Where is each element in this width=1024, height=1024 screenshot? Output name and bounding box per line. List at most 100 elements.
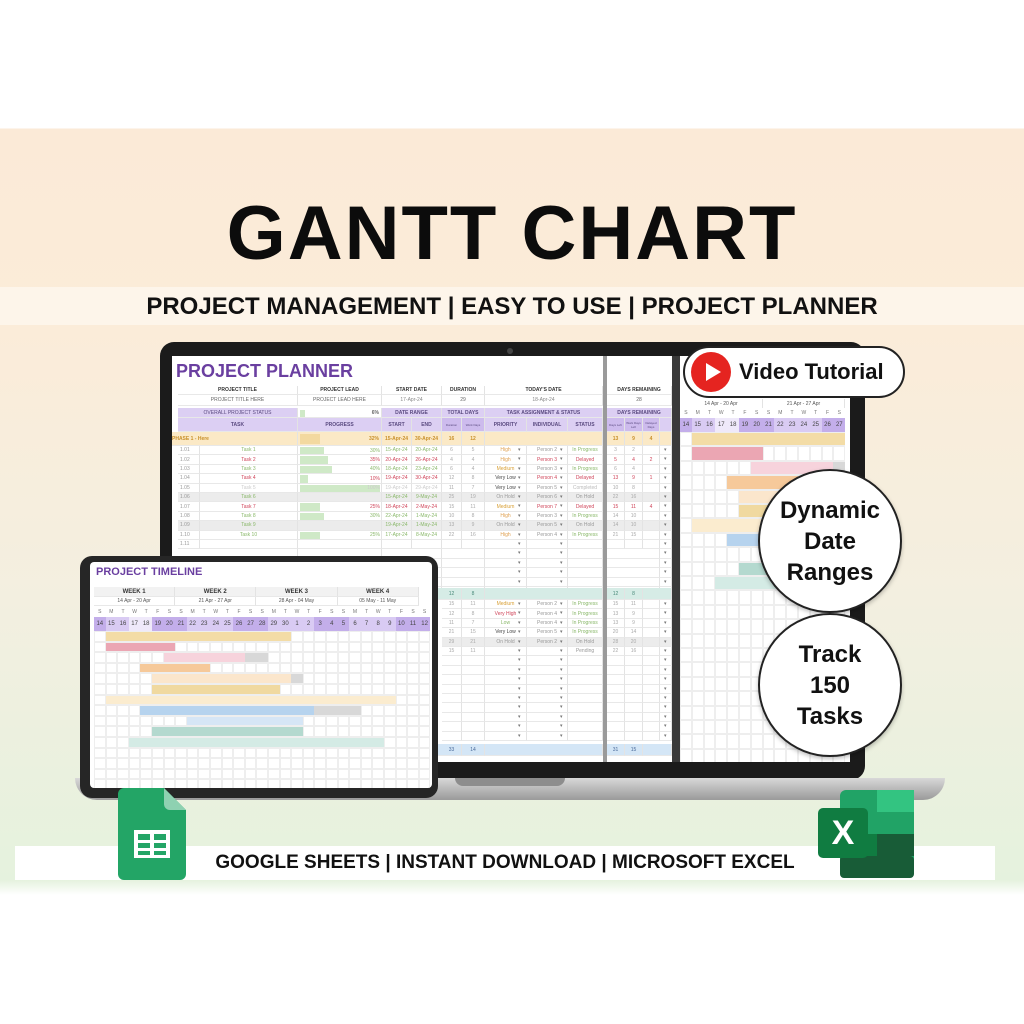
dropdown-arrow-icon[interactable]: ▾: [518, 601, 521, 607]
individual-select[interactable]: [527, 665, 568, 676]
dropdown-arrow-icon[interactable]: ▾: [664, 503, 667, 510]
status-select[interactable]: In Progress: [568, 618, 603, 629]
individual-select[interactable]: Person 2: [527, 637, 568, 647]
dropdown-arrow-icon[interactable]: ▾: [664, 578, 667, 585]
dropdown-arrow-icon[interactable]: ▾: [664, 732, 667, 739]
dropdown-arrow-icon[interactable]: ▾: [518, 666, 521, 673]
dropdown-arrow-icon[interactable]: ▾: [560, 638, 563, 645]
dropdown-arrow-icon[interactable]: ▾: [518, 723, 521, 730]
individual-select[interactable]: Person 2: [527, 446, 568, 456]
dropdown-arrow-icon[interactable]: ▾: [518, 638, 521, 645]
dropdown-arrow-icon[interactable]: ▾: [560, 619, 563, 626]
priority-select[interactable]: High: [485, 530, 527, 540]
priority-select[interactable]: [485, 731, 527, 741]
dropdown-arrow-icon[interactable]: ▾: [664, 550, 667, 557]
status-select[interactable]: In Progress: [568, 628, 603, 638]
dropdown-arrow-icon[interactable]: ▾: [560, 569, 563, 576]
dropdown-arrow-icon[interactable]: ▾: [664, 484, 667, 491]
dropdown-arrow-icon[interactable]: ▾: [560, 732, 563, 739]
dropdown-arrow-icon[interactable]: ▾: [664, 629, 667, 636]
dropdown-arrow-icon[interactable]: ▾: [518, 619, 521, 626]
dropdown-arrow-icon[interactable]: ▾: [518, 578, 521, 585]
status-select[interactable]: In Progress: [568, 511, 603, 522]
dropdown-arrow-icon[interactable]: ▾: [518, 704, 521, 711]
status-select[interactable]: On Hold: [568, 637, 603, 647]
dropdown-arrow-icon[interactable]: ▾: [560, 475, 563, 482]
dropdown-arrow-icon[interactable]: ▾: [664, 610, 667, 617]
status-select[interactable]: Delayed: [568, 502, 603, 512]
priority-select[interactable]: [485, 694, 527, 704]
dropdown-arrow-icon[interactable]: ▾: [518, 629, 521, 636]
priority-select[interactable]: Very Low: [485, 483, 527, 493]
priority-select[interactable]: Low: [485, 618, 527, 629]
dropdown-arrow-icon[interactable]: ▾: [518, 465, 521, 472]
priority-select[interactable]: [485, 647, 527, 657]
dropdown-arrow-icon[interactable]: ▾: [560, 559, 563, 566]
priority-select[interactable]: High: [485, 446, 527, 456]
status-select[interactable]: Pending: [568, 647, 603, 657]
priority-select[interactable]: [485, 656, 527, 666]
priority-select[interactable]: Very Low: [485, 474, 527, 484]
dropdown-arrow-icon[interactable]: ▾: [664, 713, 667, 720]
individual-select[interactable]: Person 4: [527, 609, 568, 619]
status-select[interactable]: [568, 712, 603, 723]
priority-select[interactable]: High: [485, 455, 527, 465]
dropdown-arrow-icon[interactable]: ▾: [560, 465, 563, 472]
status-select[interactable]: [568, 731, 603, 741]
individual-select[interactable]: Person 4: [527, 618, 568, 629]
dropdown-arrow-icon[interactable]: ▾: [664, 541, 667, 547]
dropdown-arrow-icon[interactable]: ▾: [664, 704, 667, 711]
individual-select[interactable]: Person 2: [527, 600, 568, 610]
dropdown-arrow-icon[interactable]: ▾: [560, 484, 563, 491]
priority-select[interactable]: [485, 675, 527, 685]
video-tutorial-badge[interactable]: Video Tutorial: [683, 346, 905, 398]
status-select[interactable]: Delayed: [568, 455, 603, 465]
individual-select[interactable]: [527, 540, 568, 550]
dropdown-arrow-icon[interactable]: ▾: [664, 522, 667, 529]
dropdown-arrow-icon[interactable]: ▾: [560, 676, 563, 683]
dropdown-arrow-icon[interactable]: ▾: [560, 610, 563, 617]
dropdown-arrow-icon[interactable]: ▾: [664, 619, 667, 626]
dropdown-arrow-icon[interactable]: ▾: [560, 685, 563, 692]
dropdown-arrow-icon[interactable]: ▾: [560, 456, 563, 463]
individual-select[interactable]: [527, 694, 568, 704]
dropdown-arrow-icon[interactable]: ▾: [560, 550, 563, 557]
status-select[interactable]: On Hold: [568, 521, 603, 531]
priority-select[interactable]: On Hold: [485, 637, 527, 647]
status-select[interactable]: In Progress: [568, 530, 603, 540]
dropdown-arrow-icon[interactable]: ▾: [664, 648, 667, 654]
individual-select[interactable]: Person 6: [527, 493, 568, 503]
dropdown-arrow-icon[interactable]: ▾: [664, 657, 667, 664]
status-select[interactable]: Completed: [568, 483, 603, 493]
individual-select[interactable]: Person 4: [527, 530, 568, 540]
dropdown-arrow-icon[interactable]: ▾: [560, 704, 563, 711]
status-select[interactable]: In Progress: [568, 600, 603, 610]
individual-select[interactable]: Person 7: [527, 502, 568, 512]
individual-select[interactable]: Person 3: [527, 464, 568, 475]
status-select[interactable]: [568, 684, 603, 694]
dropdown-arrow-icon[interactable]: ▾: [560, 541, 563, 547]
dropdown-arrow-icon[interactable]: ▾: [560, 713, 563, 720]
status-select[interactable]: In Progress: [568, 609, 603, 619]
dropdown-arrow-icon[interactable]: ▾: [518, 456, 521, 463]
priority-select[interactable]: Very Low: [485, 628, 527, 638]
individual-select[interactable]: [527, 703, 568, 713]
dropdown-arrow-icon[interactable]: ▾: [560, 531, 563, 538]
status-select[interactable]: Delayed: [568, 474, 603, 484]
dropdown-arrow-icon[interactable]: ▾: [664, 723, 667, 730]
dropdown-arrow-icon[interactable]: ▾: [518, 494, 521, 500]
dropdown-arrow-icon[interactable]: ▾: [518, 559, 521, 566]
dropdown-arrow-icon[interactable]: ▾: [560, 657, 563, 664]
dropdown-arrow-icon[interactable]: ▾: [560, 503, 563, 510]
individual-select[interactable]: Person 5: [527, 628, 568, 638]
priority-select[interactable]: High: [485, 511, 527, 522]
dropdown-arrow-icon[interactable]: ▾: [518, 713, 521, 720]
dropdown-arrow-icon[interactable]: ▾: [664, 494, 667, 500]
dropdown-arrow-icon[interactable]: ▾: [518, 695, 521, 701]
priority-select[interactable]: Medium: [485, 464, 527, 475]
dropdown-arrow-icon[interactable]: ▾: [664, 601, 667, 607]
dropdown-arrow-icon[interactable]: ▾: [664, 676, 667, 683]
priority-select[interactable]: [485, 722, 527, 732]
priority-select[interactable]: Very High: [485, 609, 527, 619]
dropdown-arrow-icon[interactable]: ▾: [664, 569, 667, 576]
